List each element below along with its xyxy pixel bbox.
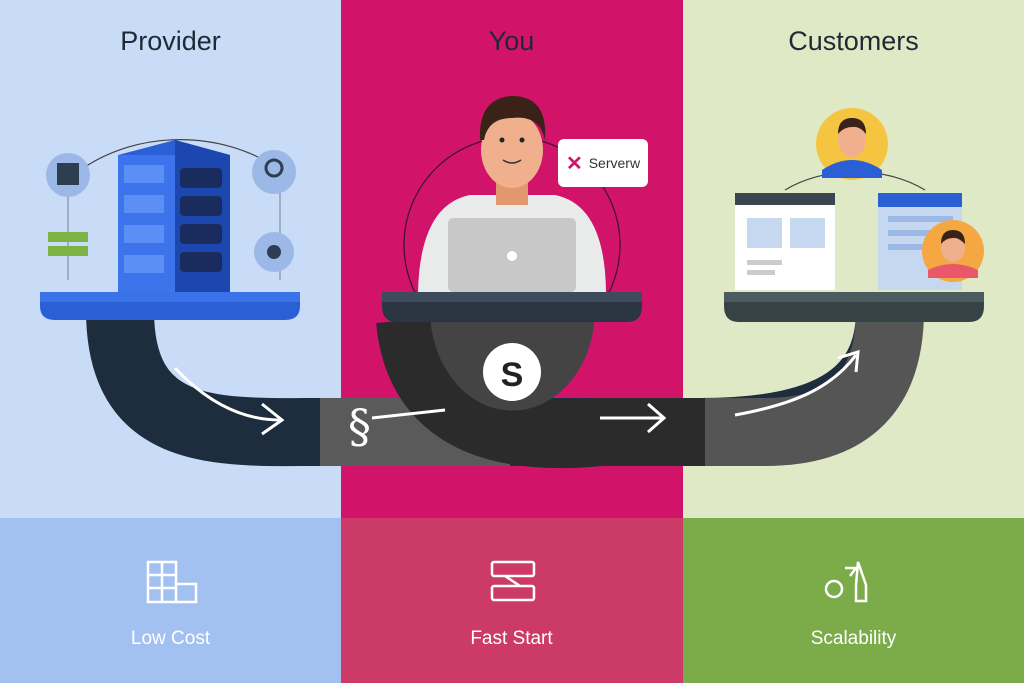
arrow-right-icon [600,402,667,434]
provider-title: Provider [120,26,221,56]
customers-feature-band [683,518,1024,683]
svg-text:S: S [501,356,524,394]
arrow-up-icon [734,349,860,417]
flow-path [86,308,924,469]
storage-icon [48,232,88,256]
support-icon [254,232,294,272]
provider-platform [40,292,300,320]
server-bubble: ✕ Serverw [558,139,648,187]
you-title: You [488,26,535,56]
provider-orbit [67,139,281,181]
feature-fast-start: Fast Start [470,628,553,649]
customer-avatar [816,108,888,180]
server-stack-icon [490,560,536,602]
brand-logo-icon: S [483,343,541,401]
svg-text:§: § [348,399,371,453]
customers-platform [724,292,984,322]
location-icon [252,150,296,194]
browser-window-icon [735,193,835,290]
dollar-icon: § [348,399,446,453]
feature-low-cost: Low Cost [130,628,211,649]
cost-chart-icon [146,560,198,604]
server-icon [118,140,230,292]
rack-icon [46,153,90,197]
arrow-icon [173,366,285,436]
customers-title: Customers [788,26,919,56]
customer-avatar [922,220,984,282]
scale-icon [824,561,868,603]
you-platform [382,292,642,322]
feature-scalability: Scalability [810,628,897,649]
provider-feature-band [0,518,341,683]
close-icon: ✕ [565,152,583,175]
bubble-text: Serverw [588,155,641,171]
laptop-icon [448,218,576,292]
